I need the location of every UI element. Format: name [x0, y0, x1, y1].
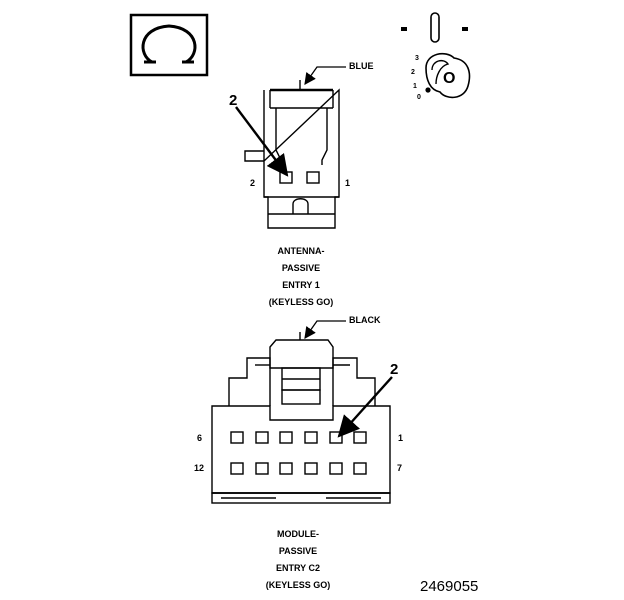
- ignition-position-2: 2: [411, 69, 415, 76]
- module-pin-cavity-6: [230, 431, 244, 444]
- antenna-pin-label-right: 1: [345, 178, 351, 188]
- module-pin-label-bottom-right: 7: [397, 463, 403, 473]
- module-pin-cavity-9: [304, 462, 318, 475]
- ignition-position-1: 1: [413, 83, 417, 90]
- module-pin-label-top-left: 6: [197, 433, 203, 443]
- figure-number: 2469055: [420, 578, 479, 595]
- ignition-position-3: 3: [415, 55, 419, 62]
- antenna-connector-outline: [244, 80, 340, 229]
- blue-leader-line: [304, 66, 346, 85]
- antenna-pin-label-left: 2: [250, 178, 256, 188]
- antenna-pin-cavity-1: [306, 171, 320, 184]
- module-caption-line-3: ENTRY C2: [275, 563, 320, 573]
- module-connector-color: BLACK: [349, 315, 381, 325]
- module-callout-arrow: [337, 376, 393, 438]
- module-pin-cavity-11: [255, 462, 269, 475]
- module-callout-number: 2: [390, 361, 399, 378]
- module-pin-cavity-7: [353, 462, 367, 475]
- module-pin-label-top-right: 1: [398, 433, 404, 443]
- ignition-key-label: O: [443, 70, 456, 87]
- module-pin-label-bottom-left: 12: [194, 463, 205, 473]
- ohm-symbol-icon: [129, 13, 209, 77]
- antenna-connector-caption: ANTENNA- PASSIVE ENTRY 1 (KEYLESS GO): [201, 243, 401, 311]
- antenna-caption-line-3: ENTRY 1: [282, 280, 320, 290]
- antenna-connector-color: BLUE: [349, 61, 374, 71]
- module-caption-line-4: (KEYLESS GO): [265, 580, 331, 590]
- antenna-callout-arrow: [235, 106, 289, 177]
- module-pin-cavity-3: [304, 431, 318, 444]
- black-leader-line: [304, 320, 346, 339]
- module-pin-cavity-1: [353, 431, 367, 444]
- module-caption-line-2: PASSIVE: [278, 546, 318, 556]
- ignition-position-0: 0: [417, 94, 421, 101]
- ignition-key-icon: [425, 52, 471, 99]
- module-pin-cavity-8: [329, 462, 343, 475]
- module-connector-outline: [211, 332, 391, 504]
- module-caption-line-1: MODULE-: [277, 529, 319, 539]
- module-pin-cavity-12: [230, 462, 244, 475]
- antenna-caption-line-2: PASSIVE: [281, 263, 321, 273]
- antenna-callout-number: 2: [229, 92, 238, 109]
- module-pin-cavity-10: [279, 462, 293, 475]
- antenna-caption-line-1: ANTENNA-: [277, 246, 325, 256]
- antenna-caption-line-4: (KEYLESS GO): [268, 297, 334, 307]
- module-connector-caption: MODULE- PASSIVE ENTRY C2 (KEYLESS GO): [198, 526, 398, 594]
- ignition-switch-icon: [401, 12, 468, 43]
- module-pin-cavity-4: [279, 431, 293, 444]
- module-pin-cavity-5: [255, 431, 269, 444]
